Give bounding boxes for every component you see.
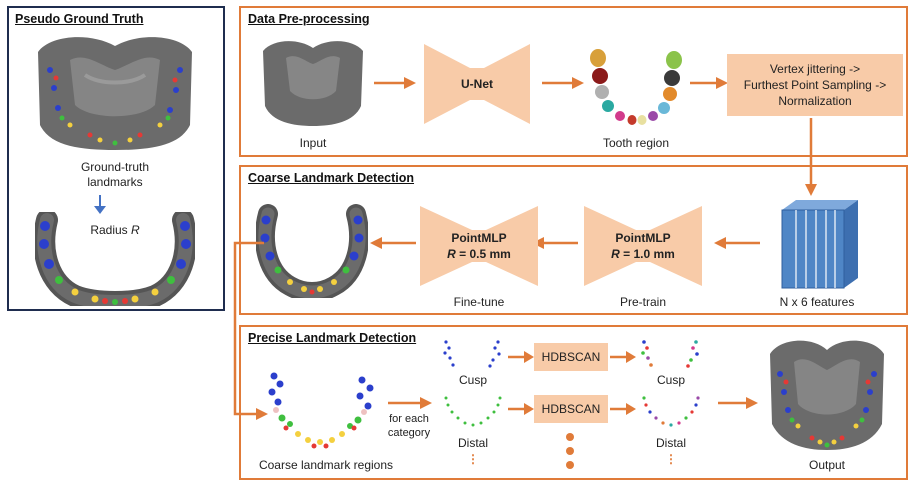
coarse-prediction-arch-image (256, 204, 368, 298)
arrow-regions-to-categories (388, 397, 432, 409)
more-categories-ellipsis-left: ⋮ (467, 452, 479, 466)
output-label: Output (808, 458, 846, 472)
input-scan-image (263, 41, 363, 126)
coarse-detection-title: Coarse Landmark Detection (248, 171, 415, 185)
clustered-distal-image (642, 396, 700, 427)
pseudo-ground-truth-title: Pseudo Ground Truth (15, 12, 144, 26)
arrow-distal-to-hdbscan (508, 403, 534, 415)
hdbscan-cusp-box: HDBSCAN (534, 343, 608, 371)
arrow-pipeline-to-features (805, 118, 817, 196)
hdbscan-distal-box: HDBSCAN (534, 395, 608, 423)
radius-label: Radius R (90, 223, 140, 237)
gt-dental-scan-image (38, 37, 192, 150)
cusp-output-label: Cusp (656, 373, 685, 387)
arrow-features-to-pretrain (714, 237, 760, 249)
distal-output-label: Distal (655, 436, 686, 450)
ground-truth-landmarks-label: Ground-truth landmarks (80, 160, 150, 189)
finetune-pointmlp-block (420, 206, 538, 286)
output-scan-image (770, 340, 884, 450)
arrow-pretrain-to-finetune (532, 237, 578, 249)
tooth-region-image (590, 49, 682, 125)
for-each-category-label: for each category (387, 413, 431, 439)
precise-detection-title: Precise Landmark Detection (248, 331, 417, 345)
finetune-model-label: PointMLP R = 0.5 mm (447, 231, 511, 261)
arrow-cusp-to-hdbscan (508, 351, 534, 363)
data-preprocessing-title: Data Pre-processing (248, 12, 370, 26)
tooth-region-label: Tooth region (602, 136, 670, 150)
arrow-unet-to-tooth (542, 77, 584, 89)
coarse-detection-panel (239, 165, 908, 315)
arrow-tooth-to-pipeline (690, 77, 728, 89)
arrow-hdbscan-to-distal-out (610, 403, 636, 415)
features-label: N x 6 features (779, 295, 855, 309)
arrow-finetune-to-prediction (370, 237, 416, 249)
distal-points-image (444, 396, 502, 427)
finetune-caption: Fine-tune (453, 295, 505, 309)
connector-coarse-to-precise (233, 241, 268, 420)
distal-label: Distal (457, 436, 488, 450)
clustered-cusp-image (641, 340, 699, 368)
arrow-to-output (718, 397, 758, 409)
more-categories-ellipsis-right: ⋮ (665, 452, 677, 466)
cusp-label: Cusp (458, 373, 487, 387)
data-preprocessing-panel (239, 6, 908, 157)
feature-tensor-icon (781, 200, 858, 289)
pretrain-pointmlp-block (584, 206, 702, 286)
input-label: Input (299, 136, 327, 150)
coarse-regions-image (268, 372, 374, 449)
more-hdbscan-ellipsis-icon (566, 433, 574, 469)
arrow-hdbscan-to-cusp-out (610, 351, 636, 363)
unet-label: U-Net (461, 77, 493, 91)
preprocessing-pipeline-box: Vertex jittering -> Furthest Point Sampl… (727, 54, 903, 116)
pretrain-model-label: PointMLP R = 1.0 mm (611, 231, 675, 261)
gt-radius-arch-image (35, 212, 195, 306)
cusp-points-image (443, 340, 501, 368)
down-arrow-icon (94, 195, 106, 214)
pseudo-ground-truth-panel (7, 6, 225, 311)
pretrain-caption: Pre-train (619, 295, 666, 309)
unet-block (424, 44, 530, 124)
precise-detection-panel (239, 325, 908, 480)
arrow-input-to-unet (374, 77, 416, 89)
coarse-regions-label: Coarse landmark regions (258, 458, 394, 472)
